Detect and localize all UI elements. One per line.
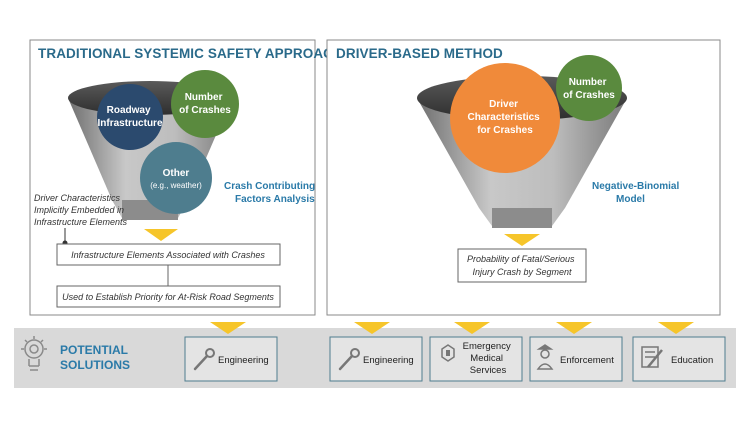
solution-card-education: Education <box>632 336 726 382</box>
roadway-label-line2: Infrastructure <box>97 118 162 129</box>
notepad-pencil-icon <box>641 346 663 368</box>
crashes-right-line1: Number <box>569 77 607 88</box>
roadway-infrastructure-circle <box>97 84 163 150</box>
model-line2: Model <box>616 194 645 205</box>
officer-icon <box>536 344 554 370</box>
note-line3: Infrastructure Elements <box>34 217 128 227</box>
solution-label-education: Education <box>671 355 713 366</box>
arrow-down-1 <box>144 229 178 241</box>
right-panel-title: DRIVER-BASED METHOD <box>336 46 503 61</box>
solution-card-enforcement: Enforcement <box>529 336 623 382</box>
arrow-down-right <box>504 234 540 246</box>
solution-arrow-1 <box>210 322 246 334</box>
potential-solutions-label: POTENTIAL SOLUTIONS <box>60 343 131 372</box>
solution-arrow-5 <box>658 322 694 334</box>
solution-label-enforcement: Enforcement <box>560 355 614 366</box>
hand-stop-icon <box>441 344 455 362</box>
driver-label-line1: Driver <box>489 99 518 110</box>
other-circle <box>140 142 212 214</box>
solutions-band: POTENTIAL SOLUTIONS Engineering Engineer… <box>14 322 736 388</box>
crash-factors-analysis-label: Crash Contributing Factors Analysis <box>224 181 318 205</box>
ems-line1: Emergency <box>463 341 511 352</box>
ps-line1: POTENTIAL <box>60 343 128 357</box>
solution-card-ems: Emergency Medical Services <box>429 336 523 382</box>
left-panel: TRADITIONAL SYSTEMIC SAFETY APPROACH Roa… <box>29 39 343 316</box>
roadway-circle-label: Roadway Infrastructure <box>97 105 162 129</box>
solution-arrow-2 <box>354 322 390 334</box>
crashes-circle-label-right: Number of Crashes <box>563 77 615 101</box>
crashes-label-line1: Number <box>185 92 223 103</box>
lightbulb-gear-icon <box>21 336 47 371</box>
solution-label-engineering-right: Engineering <box>363 355 414 366</box>
analysis-line2: Factors Analysis <box>235 194 315 205</box>
number-of-crashes-circle-left <box>171 70 239 138</box>
infrastructure-elements-text: Infrastructure Elements Associated with … <box>71 250 265 260</box>
priority-box <box>56 285 281 308</box>
note-line2: Implicitly Embedded in <box>34 205 124 215</box>
driver-characteristics-note: Driver Characteristics Implicitly Embedd… <box>34 193 128 227</box>
crashes-label-line2: of Crashes <box>179 105 231 116</box>
model-line1: Negative-Binomial <box>592 181 679 192</box>
solution-card-engineering-right: Engineering <box>329 336 423 382</box>
note-line1: Driver Characteristics <box>34 193 121 203</box>
driver-circle-label: Driver Characteristics for Crashes <box>467 99 542 136</box>
solution-card-engineering-left: Engineering <box>184 336 278 382</box>
solution-label-ems: Emergency Medical Services <box>463 341 514 376</box>
wrench-icon <box>338 348 360 371</box>
right-panel: DRIVER-BASED METHOD Driver Characteristi… <box>326 39 721 316</box>
probability-text: Probability of Fatal/Serious Injury Cras… <box>467 254 577 277</box>
ems-line2: Medical <box>470 353 503 364</box>
roadway-label-line1: Roadway <box>107 105 151 116</box>
left-panel-title: TRADITIONAL SYSTEMIC SAFETY APPROACH <box>38 46 343 61</box>
negative-binomial-label: Negative-Binomial Model <box>592 181 682 205</box>
priority-text: Used to Establish Priority for At-Risk R… <box>62 292 274 302</box>
crashes-right-line2: of Crashes <box>563 90 615 101</box>
driver-label-line2: Characteristics <box>467 112 540 123</box>
driver-characteristics-circle <box>450 63 560 173</box>
driver-label-line3: for Crashes <box>477 125 533 136</box>
ems-line3: Services <box>470 365 507 376</box>
wrench-icon <box>193 348 215 371</box>
solution-arrow-3 <box>454 322 490 334</box>
number-of-crashes-circle-right <box>556 55 622 121</box>
other-sublabel: (e.g., weather) <box>150 181 202 190</box>
probability-line1: Probability of Fatal/Serious <box>467 254 575 264</box>
probability-box <box>457 248 587 283</box>
ps-line2: SOLUTIONS <box>60 358 130 372</box>
other-label: Other <box>163 168 190 179</box>
solution-arrow-4 <box>556 322 592 334</box>
probability-line2: Injury Crash by Segment <box>472 267 572 277</box>
analysis-line1: Crash Contributing <box>224 181 315 192</box>
solution-label-engineering-left: Engineering <box>218 355 269 366</box>
crashes-circle-label-left: Number of Crashes <box>179 92 231 116</box>
